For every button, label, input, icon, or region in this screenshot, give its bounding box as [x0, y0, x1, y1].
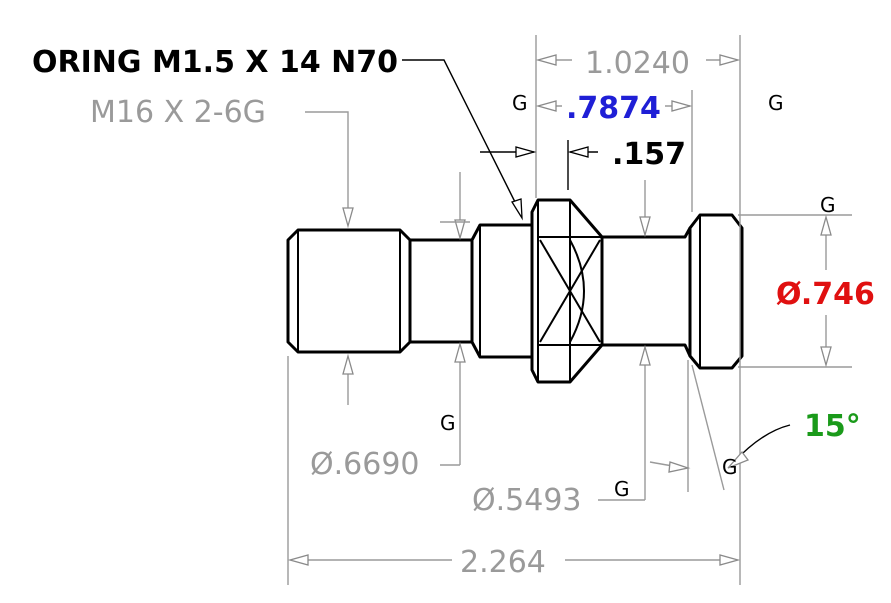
dim-label-neck-diameter: Ø.5493	[472, 483, 582, 518]
arrow-2-264-left	[287, 554, 309, 566]
dim-label-flange-offset: .7874	[566, 91, 661, 126]
arrow-oring-leader	[511, 198, 523, 221]
dim-label-chamfer-angle: 15°	[804, 409, 861, 444]
arrow-thread-leader	[342, 207, 354, 229]
dim-label-thread-diameter: Ø.6690	[310, 447, 420, 482]
dimension-lines	[287, 35, 852, 585]
dim-label-overall-length: 2.264	[460, 545, 546, 580]
arrow-7874-right	[671, 100, 693, 112]
datum-g-4: G	[440, 411, 456, 435]
datum-g-1: G	[512, 91, 528, 115]
datum-g-2: G	[768, 91, 784, 115]
oring-callout: ORING M1.5 X 14 N70	[32, 45, 398, 80]
arrow-angle-left	[668, 461, 691, 473]
arrow-relief-top	[454, 219, 466, 241]
arrow-5493-bottom	[639, 344, 651, 366]
datum-g-3: G	[820, 193, 836, 217]
dim-label-flange-thickness: .157	[612, 137, 686, 172]
arrow-746-top	[820, 214, 832, 236]
thread-callout: M16 X 2-6G	[90, 95, 266, 130]
wrench-flat-curve	[569, 239, 585, 343]
arrow-7874-left	[535, 100, 557, 112]
arrow-5493-top	[639, 216, 651, 238]
part-outline	[286, 198, 744, 384]
dimension-labels: ORING M1.5 X 14 N70 M16 X 2-6G 1.0240 .7…	[32, 45, 875, 580]
dim-label-head-diameter: Ø.746	[776, 277, 875, 312]
datum-g-5: G	[614, 477, 630, 501]
dim-label-flange-length: 1.0240	[585, 46, 690, 81]
ext-line-chamfer	[691, 364, 725, 491]
arrow-157-right	[567, 146, 589, 158]
stud-head	[688, 213, 744, 370]
datum-symbols: G G G G G G	[440, 91, 836, 501]
arrow-746-bottom	[820, 346, 832, 368]
relief-neck	[408, 238, 474, 344]
flange	[530, 198, 604, 384]
threaded-end	[286, 228, 412, 354]
arrow-1-0240-left	[535, 54, 557, 66]
arrow-2-264-right	[719, 554, 741, 566]
shank	[600, 226, 692, 358]
arrow-1-0240-right	[719, 54, 741, 66]
thread-leader	[305, 111, 349, 222]
wrench-flat	[539, 239, 601, 343]
oring-leader	[402, 59, 521, 213]
arrow-angle-right	[727, 450, 750, 469]
datum-g-6: G	[722, 455, 738, 479]
arrow-6690-bottom	[342, 353, 354, 375]
arrow-157-left	[515, 146, 537, 158]
arrow-relief-bottom	[454, 341, 466, 363]
